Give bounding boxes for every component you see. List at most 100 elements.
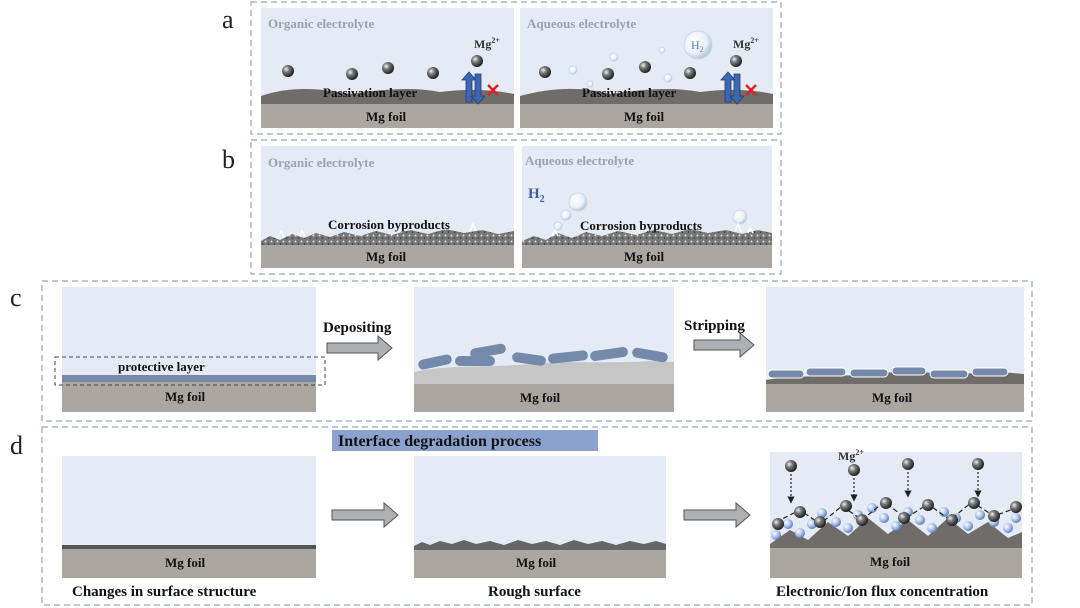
foil-label: Mg foil [366,249,406,264]
panel-letter-d: d [10,431,23,460]
stage-smooth: Mg foil [62,456,316,578]
depositing-label: Depositing [323,320,392,336]
mg-foil [770,548,1022,578]
panel-d: d Interface degradation process Mg foil … [10,426,1033,606]
mg-ion [639,61,651,73]
panel-d-title: Interface degradation process [338,433,541,450]
mg-ion [382,62,394,74]
h2-bubble [683,30,713,60]
surface-film [62,545,316,549]
foil-label: Mg foil [870,554,910,569]
stage-flux-concentration: Mg2+ Mg foil [770,448,1022,578]
mg-foil [261,104,514,128]
bubble [586,80,594,88]
electrolyte-label: Organic electrolyte [268,16,374,31]
process-arrow [331,501,399,529]
panel-d-frame [41,426,1033,606]
mg-ion [282,65,294,77]
caption-flux-concentration: Electronic/Ion flux concentration [776,584,989,600]
mg-deposits [418,343,668,370]
mg-ion-cluster [772,497,1022,530]
mg-foil [261,245,514,268]
byproducts-label: Corrosion byproducts [580,218,702,233]
stripping-label: Stripping [684,318,745,334]
panel-b-aqueous: Aqueous electrolyte H2 Corrosion byprodu… [522,146,772,268]
passivation-label: Passivation layer [582,85,676,100]
bubble [553,221,563,231]
electrolyte-label: Aqueous electrolyte [525,153,634,168]
mg-foil [522,245,772,268]
protective-layer-highlight [54,356,326,386]
foil-label: Mg foil [165,389,205,404]
foil-label: Mg foil [624,249,664,264]
foil-label: Mg foil [520,390,560,405]
process-arrow [683,501,751,529]
bubble [560,209,572,221]
passivation-layer [261,88,514,104]
bubble [663,73,673,83]
stage-deposited: Mg foil [414,287,674,412]
ion-flux-particles [771,503,1021,540]
bubble [568,192,588,212]
mg-foil [414,384,674,412]
corrosion-flakes [551,221,754,237]
incoming-mg-ions [785,458,984,476]
bubble [658,46,666,54]
corrosion-byproducts [522,229,772,245]
protective-layer-label: protective layer [118,359,205,374]
blocked-cross-icon [745,84,757,96]
ion-flux-arrows [787,472,982,504]
passivation-label: Passivation layer [323,85,417,100]
panel-letter-a: a [222,5,234,34]
foil-label: Mg foil [624,109,664,124]
title-highlight [332,430,598,451]
caption-rough-surface: Rough surface [488,584,581,600]
ion-transport-arrows [461,71,486,105]
mg-ion [427,67,439,79]
panel-a: a Organic electrolyte Passivation layer … [222,1,782,135]
mg-ion [539,66,551,78]
bubble [732,209,748,225]
mg-ion [602,68,614,80]
foil-label: Mg foil [516,555,556,570]
panel-letter-c: c [10,283,22,312]
bubble [568,65,578,75]
stage-initial: protective layer Mg foil [54,287,326,412]
blocked-cross-icon [487,84,499,96]
mg-ion [471,55,483,67]
corrosion-flakes [277,222,477,238]
electrolyte-label: Aqueous electrolyte [527,16,636,31]
electron-path [775,501,1017,525]
h2-label: H2 [528,186,545,205]
panel-a-frame [250,1,782,135]
mg-foil [766,384,1024,412]
corrosion-byproducts [261,229,514,245]
ion-transport-arrows [720,71,745,105]
protective-layer [62,375,316,382]
foil-label: Mg foil [165,555,205,570]
bubble [609,52,619,62]
rough-surface [414,540,666,550]
mg-foil [520,104,773,128]
panel-a-organic: Organic electrolyte Passivation layer Mg… [261,8,514,128]
process-arrow [326,334,393,362]
mg-foil [62,549,316,578]
caption-surface-structure: Changes in surface structure [72,584,257,600]
deposit-matrix [414,361,674,384]
mg-foil [414,550,666,578]
panel-b-frame [250,139,782,275]
mg-residue [767,366,1009,379]
mg-ion [730,55,742,67]
panel-a-aqueous: Aqueous electrolyte Passivation layer Mg… [520,8,773,128]
mg-ion [346,68,358,80]
panel-b: b Organic electrolyte Corrosion byproduc… [222,139,782,275]
passivation-layer [520,88,773,104]
panel-b-organic: Organic electrolyte Corrosion byproducts… [261,146,514,268]
mg-ion [684,67,696,79]
process-arrow [693,331,755,359]
mg-ion-label: Mg2+ [838,448,864,463]
electrolyte-label: Organic electrolyte [268,155,374,170]
stage-rough: Mg foil [414,456,666,578]
foil-label: Mg foil [872,390,912,405]
